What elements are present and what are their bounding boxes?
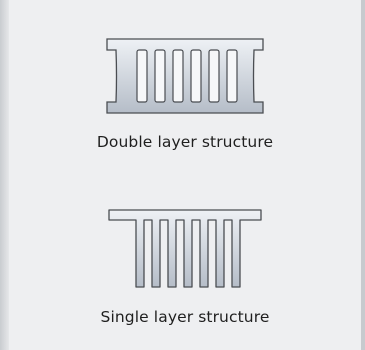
double-layer-structure-icon	[9, 38, 361, 114]
single-layer-label: Single layer structure	[100, 308, 270, 326]
panel-left-border	[0, 0, 9, 350]
double-layer-option[interactable]: Double layer structure	[9, 0, 361, 170]
single-layer-structure-icon	[9, 209, 361, 289]
double-layer-label: Double layer structure	[96, 133, 274, 151]
panel-right-border	[361, 0, 365, 350]
single-layer-option[interactable]: Single layer structure	[9, 178, 361, 350]
